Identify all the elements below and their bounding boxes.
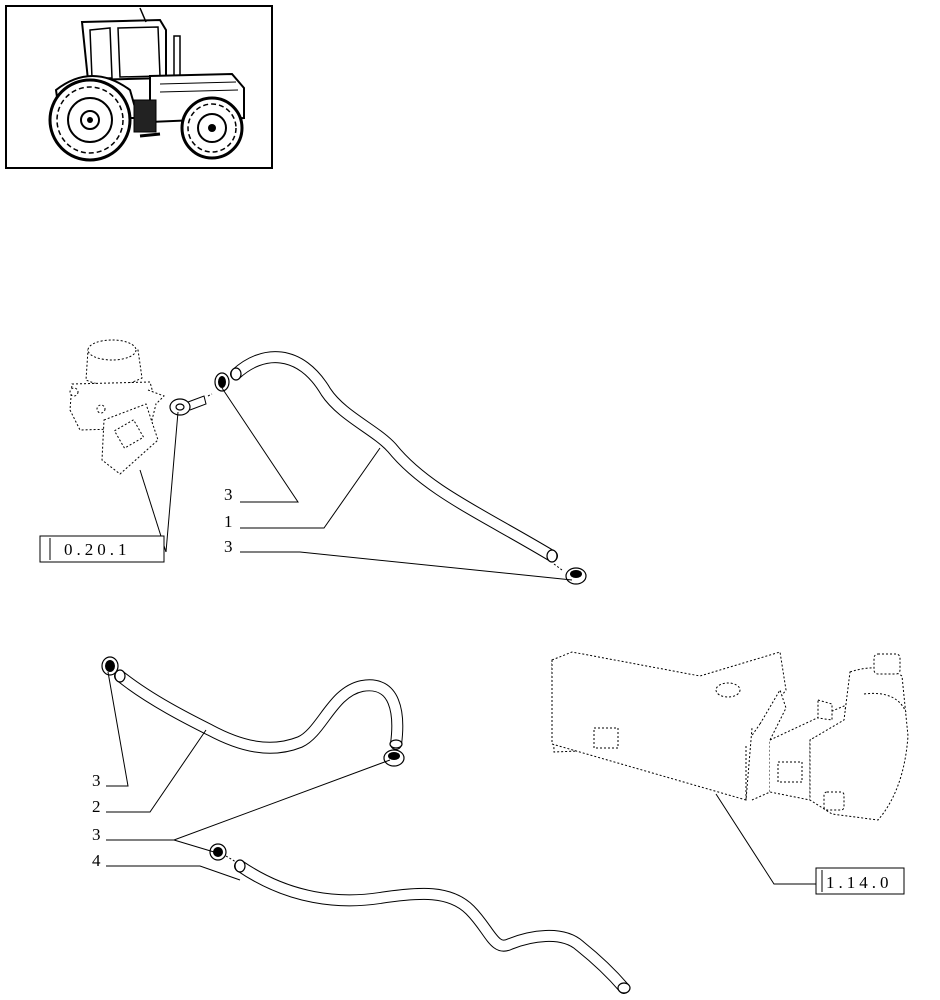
callout-label: 3	[224, 485, 233, 504]
callout-label: 2	[92, 797, 101, 816]
fuel-pump-icon	[69, 339, 165, 475]
leader-line-tank	[715, 793, 816, 885]
fuel-tank-icon	[551, 651, 909, 821]
leader-lines-top	[139, 387, 573, 581]
tractor-thumbnail	[5, 5, 273, 169]
hose-4	[234, 859, 631, 994]
hose-clamp-icon	[214, 372, 230, 392]
reference-box-tank[interactable]: 1.14.0	[815, 867, 905, 895]
hose-fitting-icon	[169, 393, 213, 416]
callout-label: 3	[92, 771, 101, 790]
hose-clamp-icon	[553, 563, 587, 585]
tractor-icon	[48, 7, 245, 162]
callout-label: 4	[92, 851, 101, 870]
reference-number: 0.20.1	[64, 540, 131, 559]
callout-label: 3	[224, 537, 233, 556]
callout-label: 1	[224, 512, 233, 531]
callout-label: 3	[92, 825, 101, 844]
reference-number: 1.14.0	[826, 873, 893, 892]
hose-clamp-icon	[383, 749, 405, 767]
hose-2	[114, 669, 404, 754]
leader-lines-bottom	[106, 671, 391, 881]
reference-box-pump[interactable]: 0.20.1	[39, 535, 165, 563]
hose-clamp-icon	[209, 843, 237, 863]
hose-1	[230, 351, 558, 563]
hose-clamp-icon	[101, 656, 119, 676]
